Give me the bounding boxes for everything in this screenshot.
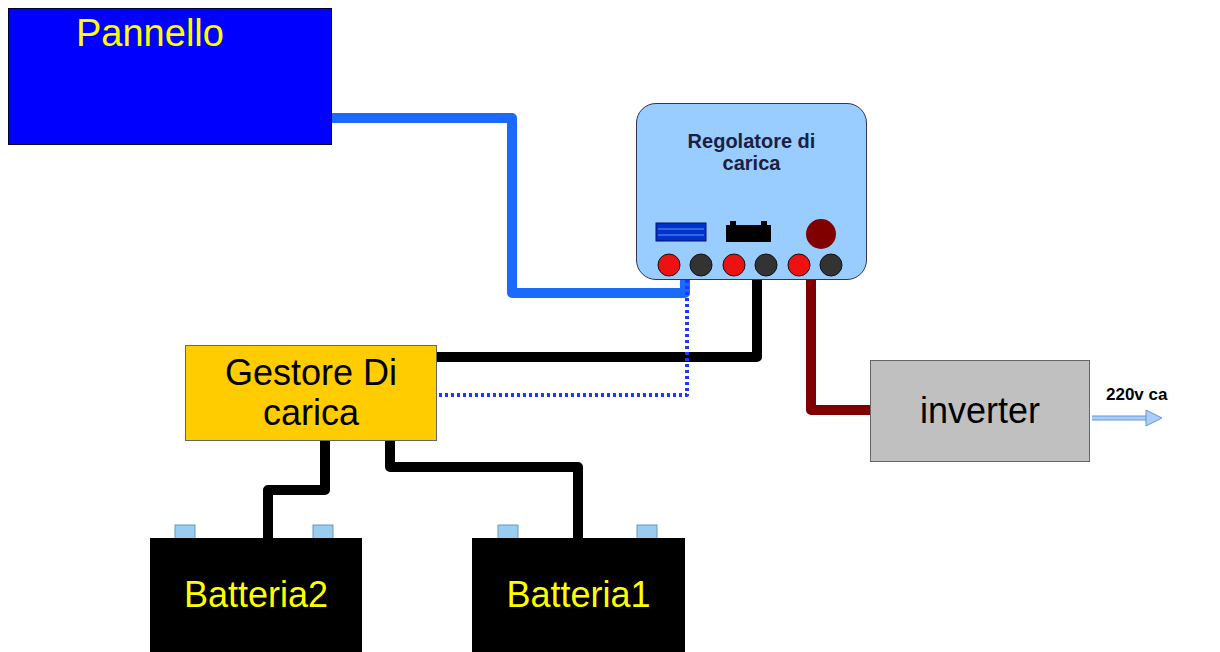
wire	[811, 280, 870, 410]
output-voltage-label: 220v ca	[1106, 385, 1167, 405]
charge-manager-box: Gestore Di carica	[185, 345, 437, 441]
output-arrow	[1092, 417, 1148, 420]
node-label: Pannello	[76, 13, 224, 55]
wire	[268, 441, 325, 538]
node-label: inverter	[920, 391, 1040, 431]
wire	[390, 441, 578, 538]
node-label: Batteria2	[184, 575, 328, 615]
battery-terminal	[637, 525, 657, 539]
battery-terminal	[313, 525, 333, 539]
panel-box: Pannello	[8, 8, 332, 145]
wire	[437, 280, 687, 395]
output-arrow	[1092, 416, 1148, 421]
battery-box: Batteria1	[472, 538, 685, 652]
output-arrowhead	[1146, 410, 1162, 426]
wire	[332, 118, 685, 293]
battery-terminal	[175, 525, 195, 539]
battery-box: Batteria2	[150, 538, 362, 652]
battery-terminal	[498, 525, 518, 539]
node-label: Regolatore di carica	[667, 130, 837, 174]
node-label: Gestore Di carica	[224, 353, 399, 432]
wire	[437, 280, 757, 357]
inverter-box: inverter	[870, 360, 1090, 462]
node-label: Batteria1	[506, 575, 650, 615]
charge-regulator-box: Regolatore di carica	[636, 103, 867, 280]
